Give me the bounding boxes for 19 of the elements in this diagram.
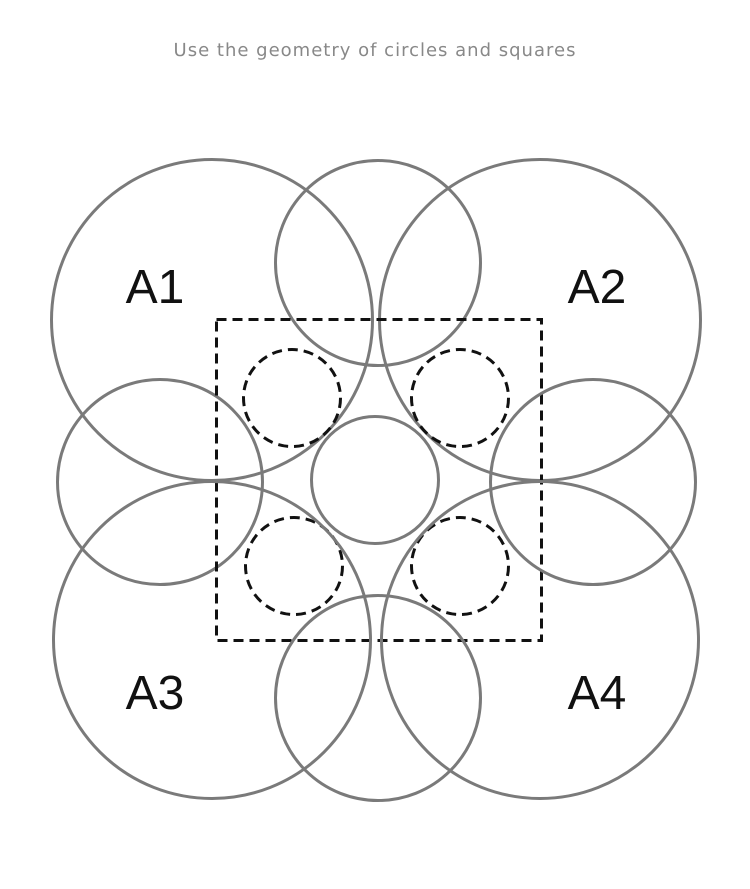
circle-outline: [489, 378, 697, 586]
circle-outline: [52, 480, 372, 800]
area-label: A1: [126, 264, 184, 312]
dashed-circle: [410, 348, 510, 448]
circle-outline: [380, 480, 700, 800]
dashed-square: [215, 318, 543, 642]
circle-outline: [274, 594, 482, 802]
area-label: A2: [568, 264, 626, 312]
area-label: A3: [126, 670, 184, 718]
title: Use the geometry of circles and squares: [172, 40, 578, 61]
circle-outline: [56, 378, 264, 586]
circle-outline: [378, 158, 702, 482]
dashed-circle: [244, 516, 344, 616]
dashed-circle: [242, 348, 342, 448]
circle-outline: [310, 415, 440, 545]
circle-outline: [274, 159, 482, 367]
area-label: A4: [568, 670, 626, 718]
circle-outline: [50, 158, 374, 482]
dashed-circle: [410, 516, 510, 616]
